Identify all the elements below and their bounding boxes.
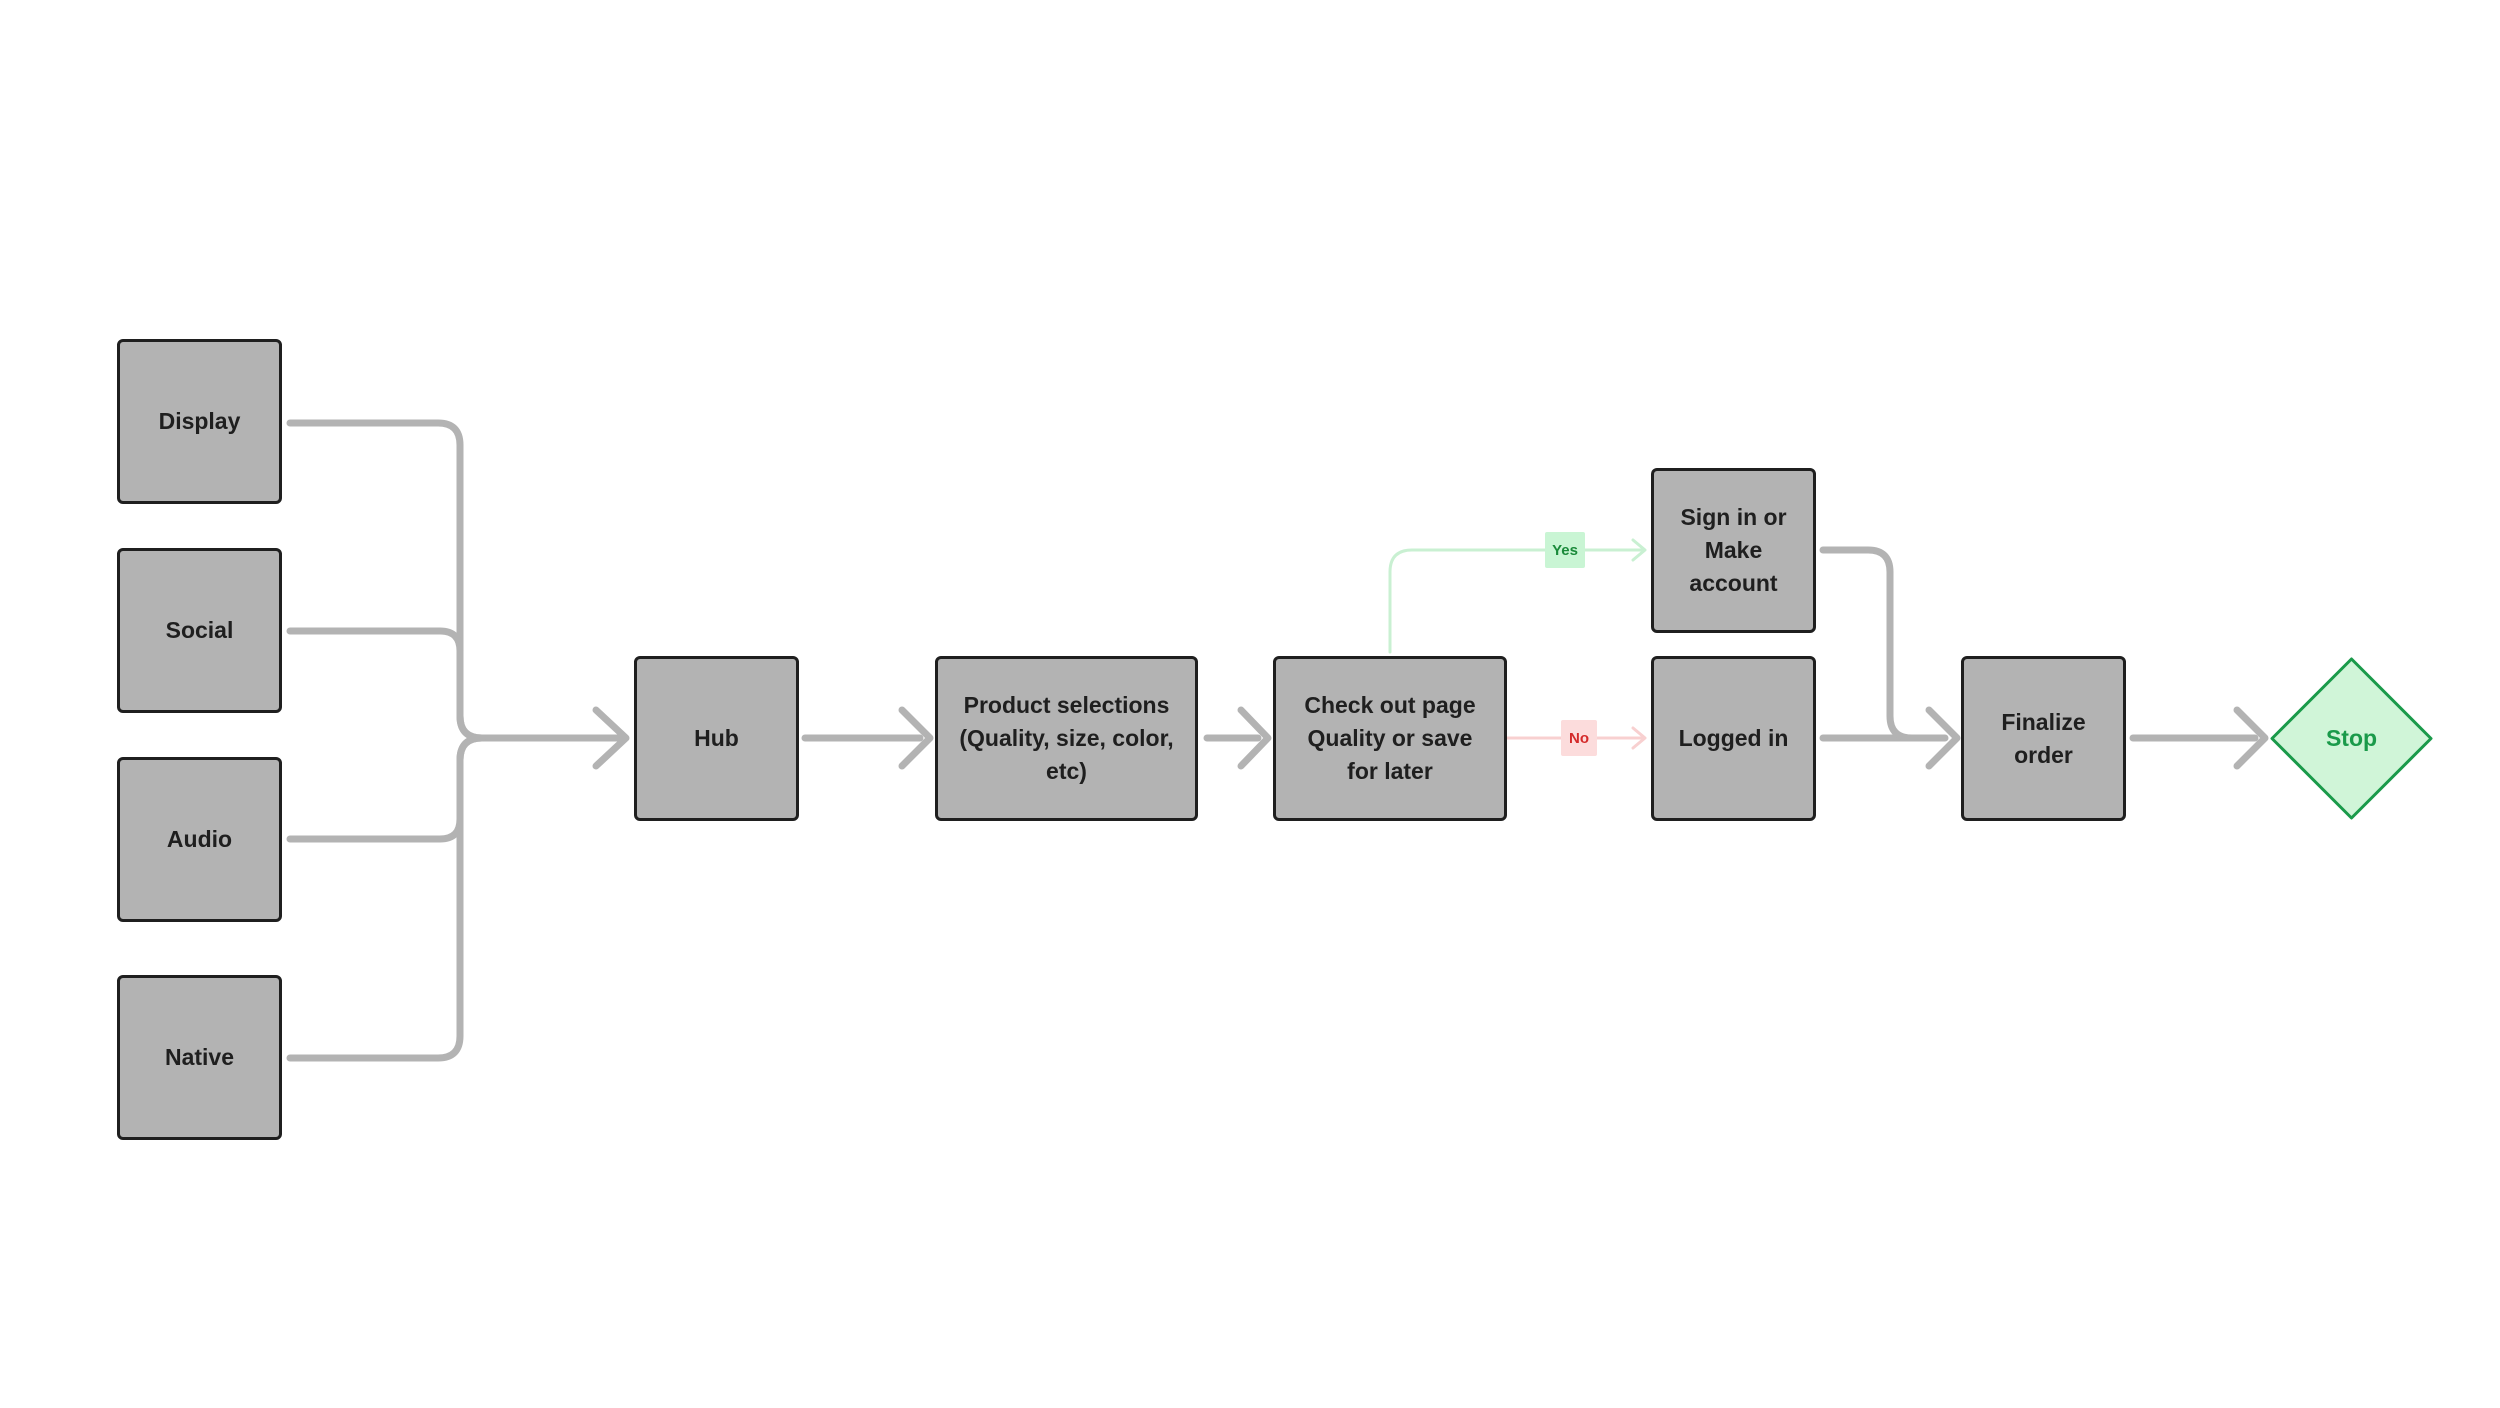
branch-tag-yes-label: Yes: [1552, 541, 1578, 559]
node-native[interactable]: Native: [117, 975, 282, 1140]
node-stop[interactable]: Stop: [2269, 656, 2434, 821]
connector-audio-hub: [286, 734, 486, 843]
connector-display-hub: [286, 419, 624, 742]
node-sign-in-label: Sign in or Make account: [1680, 504, 1787, 596]
node-product-selections[interactable]: Product selections (Quality, size, color…: [935, 656, 1198, 821]
branch-tag-yes: Yes: [1545, 532, 1585, 568]
node-display-label: Display: [158, 408, 241, 434]
connector-yes-branch: [1388, 548, 1644, 654]
branch-tag-no: No: [1561, 720, 1597, 756]
node-hub[interactable]: Hub: [634, 656, 799, 821]
node-product-selections-label: Product selections (Quality, size, color…: [959, 692, 1174, 784]
node-display[interactable]: Display: [117, 339, 282, 504]
node-native-label: Native: [164, 1044, 235, 1070]
arrowhead-yes: [1631, 538, 1647, 562]
stop-diamond-shape: [2270, 657, 2433, 820]
connector-signin-finalize: [1819, 546, 1916, 742]
node-hub-label: Hub: [694, 725, 739, 751]
node-audio-label: Audio: [166, 826, 233, 852]
node-logged-in-label: Logged in: [1678, 725, 1789, 751]
connector-social-hub: [286, 627, 486, 742]
branch-tag-no-label: No: [1569, 729, 1589, 747]
arrowhead-checkout: [1237, 706, 1272, 770]
node-social-label: Social: [165, 617, 234, 643]
node-checkout[interactable]: Check out page Quality or save for later: [1273, 656, 1507, 821]
node-finalize-order[interactable]: Finalize order: [1961, 656, 2126, 821]
arrowhead-product: [898, 706, 934, 770]
arrowhead-hub: [592, 706, 630, 770]
arrowhead-no: [1631, 726, 1647, 750]
arrowhead-finalize: [1925, 706, 1961, 770]
node-checkout-label: Check out page Quality or save for later: [1304, 692, 1476, 784]
node-stop-label: Stop: [2325, 725, 2378, 751]
connector-native-hub: [286, 734, 486, 1062]
node-finalize-order-label: Finalize order: [2001, 708, 2086, 768]
node-logged-in[interactable]: Logged in: [1651, 656, 1816, 821]
arrowhead-stop: [2233, 706, 2269, 770]
node-sign-in[interactable]: Sign in or Make account: [1651, 468, 1816, 633]
node-audio[interactable]: Audio: [117, 757, 282, 922]
node-social[interactable]: Social: [117, 548, 282, 713]
